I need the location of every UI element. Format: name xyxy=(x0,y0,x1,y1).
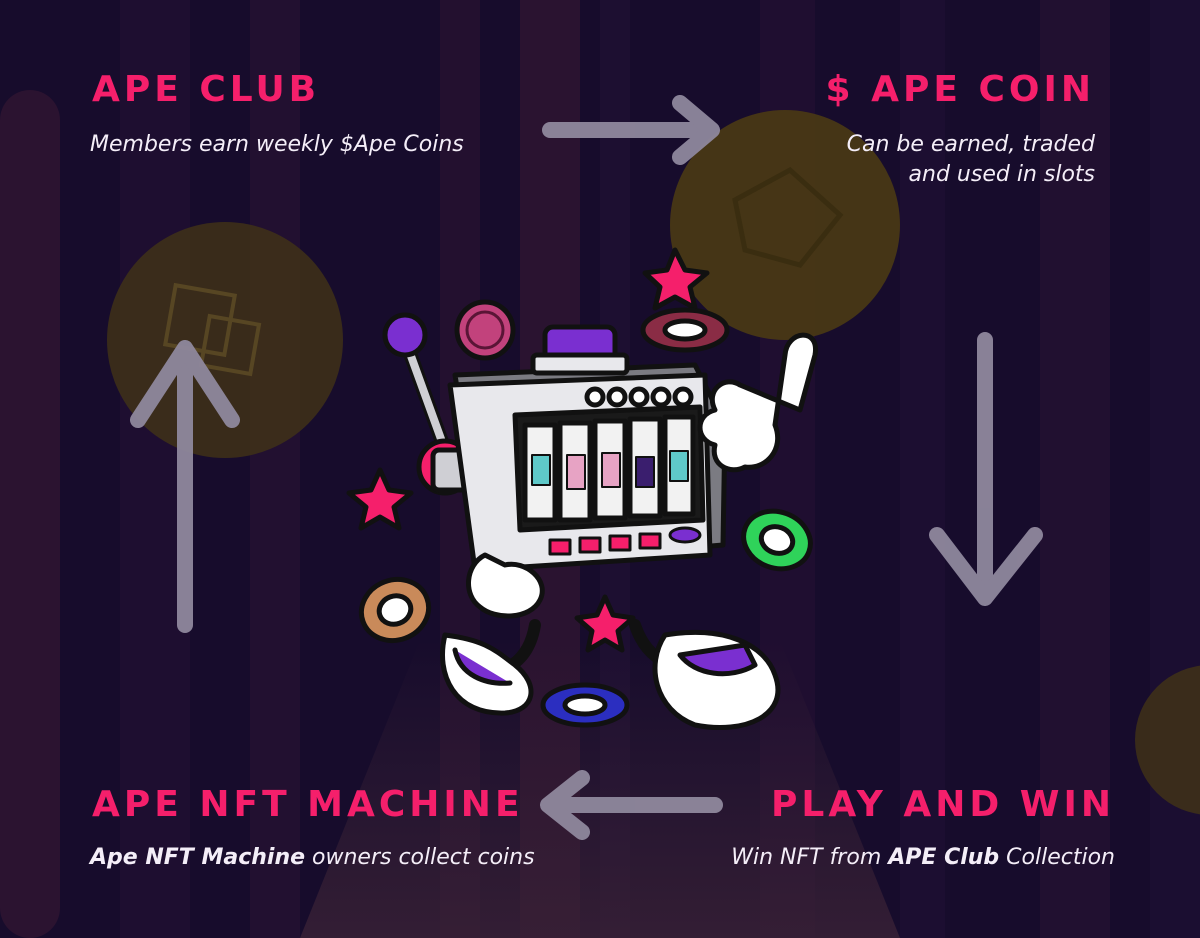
play-and-win-prefix: Win NFT from xyxy=(731,845,889,870)
background-coin-icon xyxy=(107,222,343,458)
ape-coin-title: $ APE COIN xyxy=(825,69,1095,110)
arrow-down-icon xyxy=(929,332,1043,606)
ape-club-description: Members earn weekly $Ape Coins xyxy=(90,132,464,157)
ape-coin-description-line1: Can be earned, traded xyxy=(846,132,1095,157)
ape-coin-description: Can be earned, traded and used in slots xyxy=(847,130,1095,190)
play-and-win-suffix: Collection xyxy=(999,845,1115,870)
play-and-win-description: Win NFT from APE Club Collection xyxy=(731,843,1115,873)
ape-nft-machine-suffix: owners collect coins xyxy=(305,845,535,870)
slot-machine-mascot-icon xyxy=(346,247,818,731)
ape-nft-machine-bold: Ape NFT Machine xyxy=(90,845,306,870)
ape-nft-machine-title: APE NFT MACHINE xyxy=(92,784,524,825)
background-coin-icon xyxy=(670,110,900,340)
ape-club-title: APE CLUB xyxy=(92,69,321,110)
ape-nft-machine-description: Ape NFT Machine owners collect coins xyxy=(90,843,535,873)
background-coin-icon xyxy=(1135,665,1200,815)
ape-coin-description-line2: and used in slots xyxy=(908,162,1095,187)
arrow-up-icon xyxy=(130,340,240,633)
play-and-win-bold: APE Club xyxy=(888,845,1000,870)
arrow-left-icon xyxy=(540,770,723,840)
arrow-right-icon xyxy=(542,95,720,165)
play-and-win-title: PLAY AND WIN xyxy=(771,784,1115,825)
